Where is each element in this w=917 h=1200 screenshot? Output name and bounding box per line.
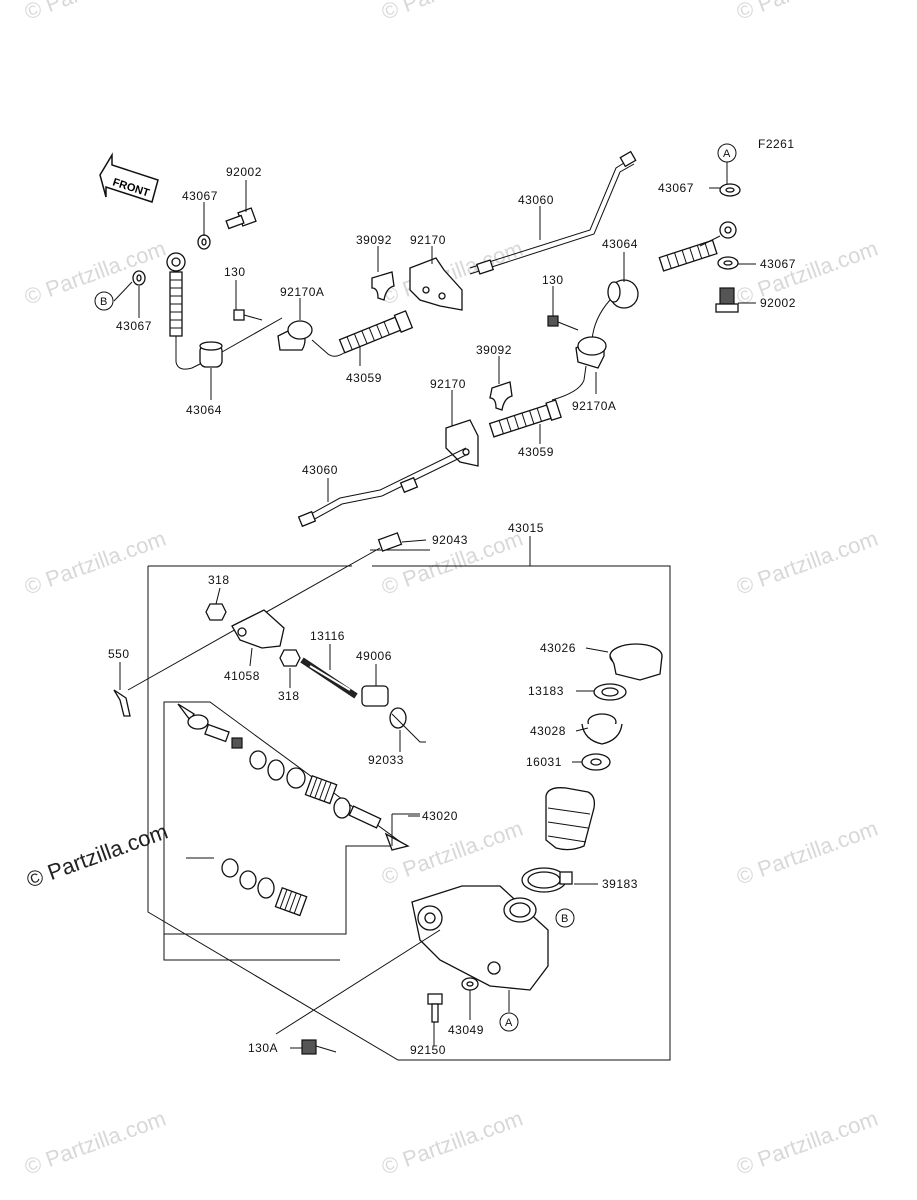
watermark: © Partzilla.com (378, 816, 526, 890)
part-label: 43059 (518, 445, 554, 459)
part-label: 318 (208, 573, 230, 587)
part-label: 43060 (518, 193, 554, 207)
part-label: 43026 (540, 641, 576, 655)
part-label: 92170 (430, 377, 466, 391)
part-label: 43028 (530, 724, 566, 738)
callout-a: A (505, 1017, 513, 1029)
part-label: 43067 (658, 181, 694, 195)
leader-lines (113, 162, 756, 1049)
part-label: 43049 (448, 1023, 484, 1037)
part-labels: 92002 43067 43067 43064 130 92170A 39092… (108, 165, 796, 1057)
part-label: 39092 (356, 233, 392, 247)
part-label: 43060 (302, 463, 338, 477)
part-label: 43064 (602, 237, 638, 251)
part-label: 92170 (410, 233, 446, 247)
part-label: 318 (278, 689, 300, 703)
part-label: 130 (224, 265, 246, 279)
part-label: 92170A (280, 285, 324, 299)
watermark: © Partzilla.com (378, 0, 526, 25)
part-label: 92150 (410, 1043, 446, 1057)
part-label: 92002 (760, 296, 796, 310)
part-label: 43064 (186, 403, 222, 417)
part-label: 43067 (760, 257, 796, 271)
part-label: 43059 (346, 371, 382, 385)
part-label: 130A (248, 1041, 278, 1055)
part-label: 43015 (508, 521, 544, 535)
part-label: 92170A (572, 399, 616, 413)
callout-circles: A B B A (94, 143, 737, 1032)
callout-b: B (561, 913, 568, 925)
watermark: © Partzilla.com (733, 816, 881, 890)
front-arrow: FRONT (99, 152, 159, 203)
right-cable-assembly (297, 183, 741, 528)
watermark-dark: © Partzilla.com (23, 819, 171, 893)
figure-code: F2261 (758, 137, 795, 151)
watermark: © Partzilla.com (733, 0, 881, 25)
part-label: 550 (108, 647, 130, 661)
part-label: 13183 (528, 684, 564, 698)
watermark: © Partzilla.com (733, 1106, 881, 1180)
part-label: 43020 (422, 809, 458, 823)
part-label: 39092 (476, 343, 512, 357)
part-label: 13116 (310, 629, 345, 643)
part-label: 43067 (182, 189, 218, 203)
master-cylinder-group (113, 532, 671, 1061)
part-label: 92043 (432, 533, 468, 547)
callout-b: B (100, 296, 107, 308)
part-label: 92002 (226, 165, 262, 179)
part-label: 49006 (356, 649, 392, 663)
callout-a: A (723, 148, 731, 160)
part-label: 39183 (602, 877, 638, 891)
watermark: © Partzilla.com (21, 1106, 169, 1180)
watermark: © Partzilla.com (378, 1106, 526, 1180)
part-label: 43067 (116, 319, 152, 333)
part-label: 92033 (368, 753, 404, 767)
watermark: © Partzilla.com (21, 0, 169, 25)
watermark: © Partzilla.com (733, 526, 881, 600)
watermark: © Partzilla.com (21, 526, 169, 600)
part-label: 16031 (526, 755, 562, 769)
watermark: © Partzilla.com (733, 236, 881, 310)
part-label: 41058 (224, 669, 260, 683)
left-cable-assembly (132, 150, 637, 370)
part-label: 130 (542, 273, 564, 287)
